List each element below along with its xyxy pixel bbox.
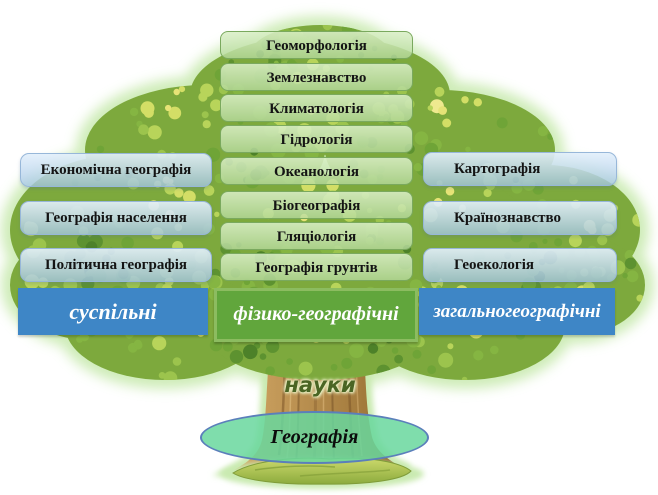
node-geoecology: Геоекологія <box>423 248 617 282</box>
node-geomorphology: Геоморфологія <box>220 31 413 59</box>
node-economic-geography: Економічна географія <box>20 153 212 187</box>
category-social-sciences: суспільні <box>18 288 208 335</box>
node-glaciology: Гляціологія <box>220 222 413 250</box>
node-political-geography: Політична географія <box>20 248 212 282</box>
category-general-geographic: загальногеографічні <box>419 288 615 335</box>
node-cartography: Картографія <box>423 152 617 186</box>
node-climatology: Климатологія <box>220 94 413 122</box>
node-earth-science: Землезнавство <box>220 63 413 91</box>
node-biogeography: Біогеографія <box>220 191 413 219</box>
node-country-studies: Країнознавство <box>423 201 617 235</box>
root-label: Географія <box>270 426 359 448</box>
root-ellipse: Географія <box>200 411 429 464</box>
node-population-geography: Географія населення <box>20 201 212 235</box>
category-physical-geographic: фізико-географічні <box>214 288 418 342</box>
node-oceanology: Океанологія <box>220 157 413 185</box>
grass-base <box>220 457 424 489</box>
node-soil-geography: Географія грунтів <box>220 253 413 281</box>
trunk-word: науки <box>284 373 356 397</box>
node-hydrology: Гідрологія <box>220 125 413 153</box>
